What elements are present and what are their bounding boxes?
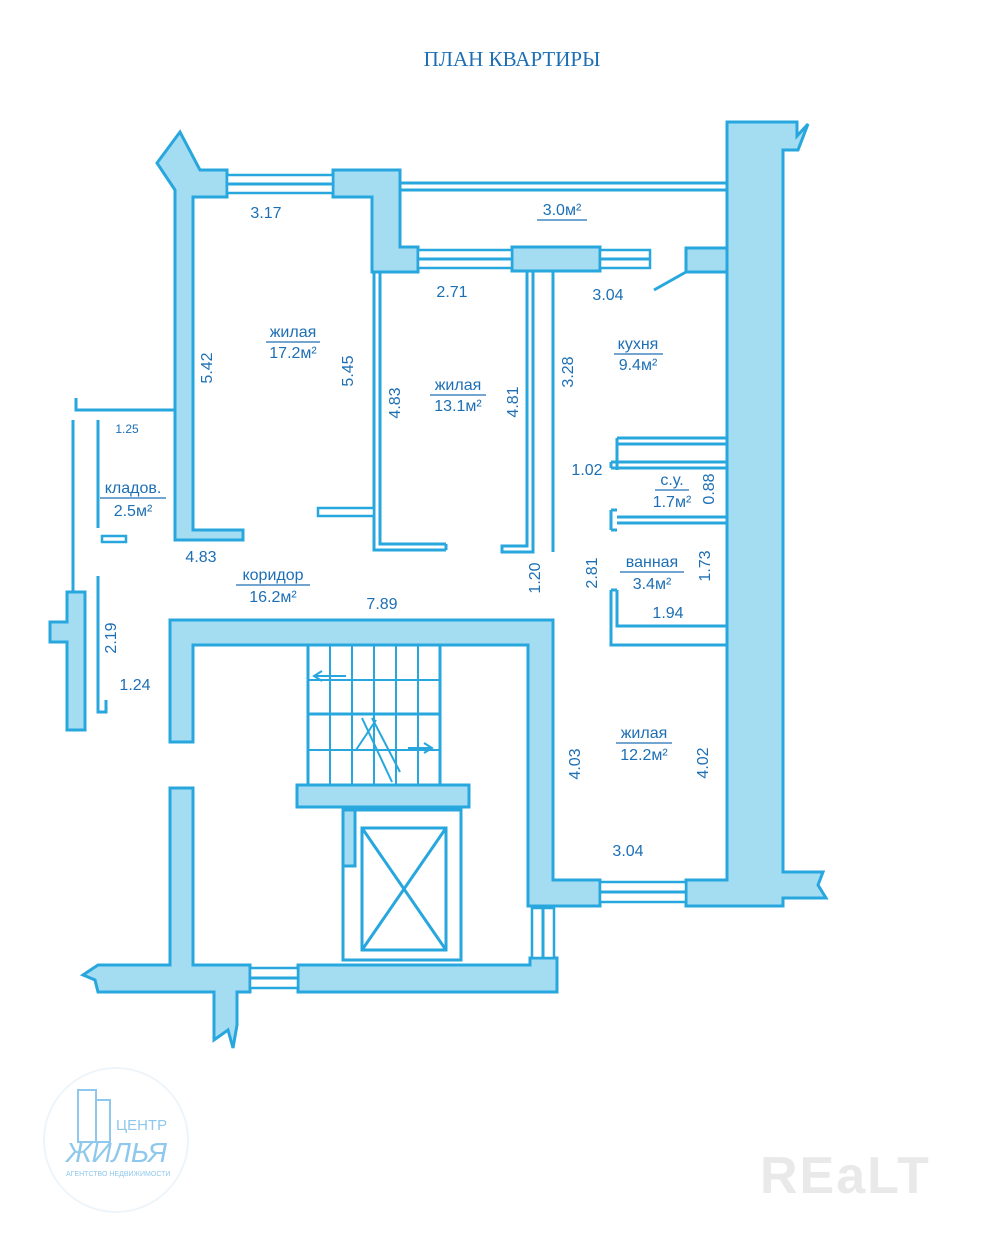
dim-4-03: 4.03 bbox=[567, 748, 584, 779]
windows bbox=[225, 173, 688, 990]
dim-5-42: 5.42 bbox=[199, 352, 216, 383]
wall-stairwell-top bbox=[168, 618, 602, 908]
wall-bottom-left bbox=[79, 786, 252, 1049]
dim-1-94: 1.94 bbox=[652, 605, 683, 622]
room-labels: жилая 17.2м² жилая 13.1м² кухня 9.4м² кл… bbox=[100, 202, 692, 764]
dim-4-02: 4.02 bbox=[695, 747, 712, 778]
dim-2-71: 2.71 bbox=[436, 284, 467, 301]
balcony-area: 3.0м² bbox=[543, 202, 582, 219]
room-name-wc: с.у. bbox=[660, 472, 683, 489]
dim-1-24: 1.24 bbox=[119, 677, 150, 694]
dimension-labels: 3.17 2.71 3.04 5.42 5.45 4.83 4.81 3.28 … bbox=[103, 205, 718, 860]
realt-watermark: REaLT bbox=[760, 1147, 931, 1205]
room-name-bath: ванная bbox=[626, 554, 678, 571]
room-area-living3: 12.2м² bbox=[620, 747, 668, 764]
dim-3-17: 3.17 bbox=[250, 205, 281, 222]
room-area-living1: 17.2м² bbox=[269, 345, 317, 362]
wall-kitchen-corner bbox=[684, 246, 729, 274]
dim-3-04-bottom: 3.04 bbox=[612, 843, 643, 860]
room-name-pantry: кладов. bbox=[105, 480, 162, 497]
dim-3-28: 3.28 bbox=[560, 356, 577, 387]
partitions bbox=[71, 270, 727, 714]
dim-5-45: 5.45 bbox=[340, 355, 357, 386]
wall-block-kitchen bbox=[510, 245, 602, 273]
dim-1-20: 1.20 bbox=[527, 562, 544, 593]
dim-4-83-vertical: 4.83 bbox=[387, 387, 404, 418]
dim-7-89: 7.89 bbox=[366, 596, 397, 613]
elevator bbox=[341, 808, 463, 962]
logo-line2: ЖИЛЬЯ bbox=[64, 1137, 168, 1168]
dim-2-19: 2.19 bbox=[103, 622, 120, 653]
stair-landing bbox=[295, 783, 471, 809]
wall-right bbox=[684, 120, 829, 908]
wall-top-middle bbox=[331, 168, 420, 274]
dim-3-04-top: 3.04 bbox=[592, 287, 623, 304]
agency-logo: ЦЕНТР ЖИЛЬЯ АГЕНТСТВО НЕДВИЖИМОСТИ bbox=[43, 1067, 189, 1213]
dim-4-83-horizontal: 4.83 bbox=[185, 549, 216, 566]
room-name-corridor: коридор bbox=[242, 567, 303, 584]
room-name-kitchen: кухня bbox=[618, 336, 659, 353]
room-name-living2: жилая bbox=[435, 377, 482, 394]
wall-bottom-right bbox=[296, 956, 559, 994]
dim-1-02: 1.02 bbox=[571, 462, 602, 479]
room-area-corridor: 16.2м² bbox=[249, 589, 297, 606]
room-area-pantry: 2.5м² bbox=[114, 503, 153, 520]
room-area-wc: 1.7м² bbox=[653, 494, 692, 511]
staircase bbox=[306, 643, 442, 787]
room-name-living3: жилая bbox=[621, 725, 668, 742]
dim-1-25: 1.25 bbox=[115, 422, 139, 436]
logo-line1: ЦЕНТР bbox=[116, 1117, 167, 1134]
balcony bbox=[400, 181, 727, 192]
walls bbox=[48, 120, 829, 1049]
room-area-bath: 3.4м² bbox=[633, 576, 672, 593]
dim-2-81: 2.81 bbox=[584, 557, 601, 588]
room-name-living1: жилая bbox=[270, 324, 317, 341]
room-area-living2: 13.1м² bbox=[434, 398, 482, 415]
room-area-kitchen: 9.4м² bbox=[619, 357, 658, 374]
plan-title: ПЛАН КВАРТИРЫ bbox=[424, 47, 601, 71]
dim-0-88: 0.88 bbox=[701, 473, 718, 504]
wall-pantry-outer bbox=[48, 590, 87, 732]
dim-4-81: 4.81 bbox=[505, 386, 522, 417]
logo-line3: АГЕНТСТВО НЕДВИЖИМОСТИ bbox=[66, 1171, 170, 1178]
dim-1-73: 1.73 bbox=[697, 550, 714, 581]
wall-nw bbox=[155, 129, 245, 542]
